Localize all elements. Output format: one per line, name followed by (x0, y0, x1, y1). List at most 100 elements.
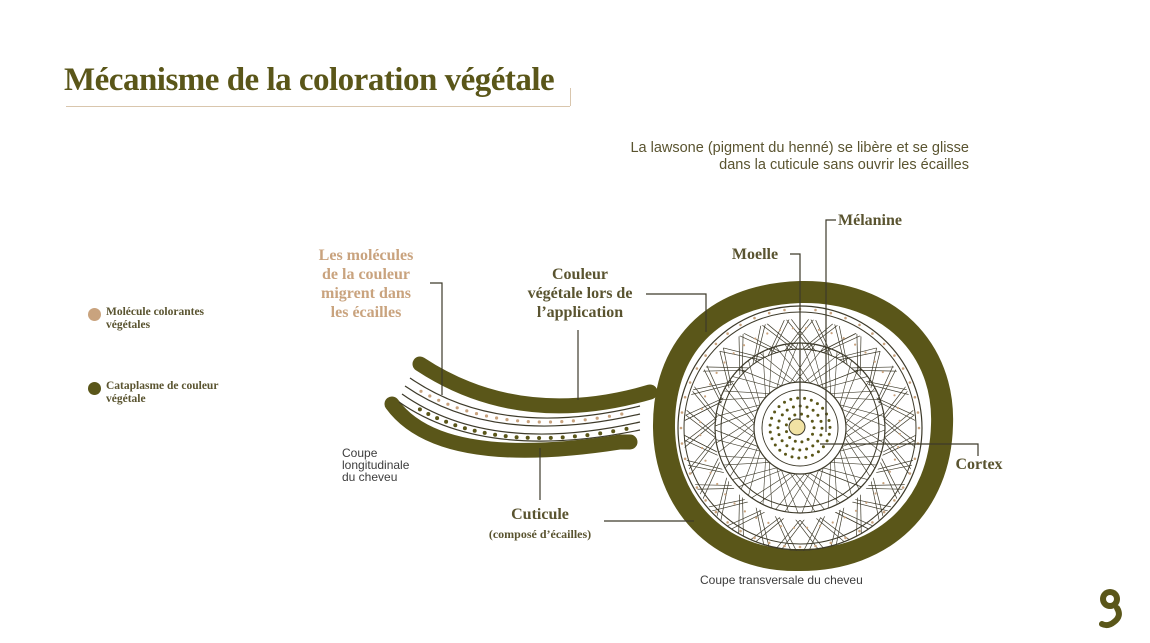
melanin-dot (770, 416, 774, 420)
melanin-dot (820, 426, 824, 430)
melanin-dot (777, 405, 781, 409)
ring-dot (704, 395, 707, 398)
melanin-dot (784, 423, 788, 427)
cataplasm-dot (444, 419, 449, 424)
ring-dot (874, 492, 877, 495)
melanin-dot (811, 444, 815, 448)
cataplasm-dot (560, 435, 565, 440)
ring-dot (871, 521, 874, 524)
ring-dot (804, 327, 808, 330)
longitudinal-section (384, 356, 658, 458)
molecule-dot (455, 406, 459, 410)
ring-dot (893, 394, 896, 397)
melanin-dot (812, 426, 816, 430)
label-plant-color-application: Couleur végétale lors de l’application (510, 265, 650, 322)
ring-dot (704, 459, 707, 462)
label-cuticule-sub: (composé d’écailles) (488, 527, 592, 541)
ring-dot (792, 526, 796, 529)
page-title: Mécanisme de la coloration végétale (64, 62, 555, 98)
ring-dot (842, 337, 845, 340)
ring-dot (767, 521, 770, 525)
melanin-dot (777, 433, 781, 437)
melanin-dot (804, 455, 808, 459)
melanin-dot (787, 417, 791, 421)
melanin-dot (827, 432, 831, 436)
molecule-dot (484, 414, 489, 418)
ring-dot (913, 457, 917, 461)
molecule-dot (620, 412, 624, 416)
melanin-dot (784, 452, 787, 456)
melanin-dot (806, 414, 810, 418)
melanin-dot (777, 419, 781, 423)
ring-dot (917, 426, 921, 430)
cataplasm-dot (537, 436, 542, 440)
melanin-dot (805, 447, 809, 451)
ring-dot (916, 411, 920, 414)
ring-dot (888, 382, 891, 385)
ring-dot (882, 342, 886, 346)
ring-dot (897, 445, 900, 449)
leader-melanine (825, 219, 836, 432)
ring-dot (726, 521, 729, 524)
ring-dot (908, 472, 912, 475)
melanin-dot (825, 439, 829, 443)
molecule-dot (548, 420, 553, 424)
ring-dot (700, 446, 704, 450)
melanin-dot (793, 439, 797, 443)
ring-dot (753, 316, 756, 320)
brand-logo-icon (1099, 589, 1122, 629)
cuticle-line-4 (398, 401, 641, 442)
melanin-dot (809, 398, 813, 402)
legend-dot-olive (88, 382, 101, 395)
ring-dot (695, 486, 699, 489)
leader-moelle (790, 253, 801, 420)
cataplasm-dot (472, 428, 477, 433)
melanin-dot (773, 443, 777, 447)
ring-dot (683, 457, 687, 461)
ring-dot (873, 360, 876, 363)
ring-dot (766, 332, 769, 335)
transversal-section (652, 280, 954, 572)
legend-label: Molécule colorantes végétales (106, 306, 205, 331)
melanin-dot (815, 402, 819, 406)
molecule-dot (526, 420, 530, 424)
molecule-dot (505, 418, 509, 422)
cataplasm-outer-ring (652, 280, 954, 572)
ring-dot (898, 419, 901, 422)
label-transversal-section: Coupe transversale du cheveu (700, 573, 863, 587)
legend-dot-tan (88, 308, 101, 321)
cataplasm-dot (453, 423, 458, 428)
ring-dot (783, 308, 786, 312)
cataplasm-top-band (412, 356, 658, 414)
cataplasm-dot (426, 412, 431, 416)
ring-dot (913, 395, 917, 399)
cuticle-ring-dots (679, 307, 921, 549)
ring-dot (715, 371, 718, 374)
melanin-dots (768, 396, 832, 460)
ring-dot (680, 442, 684, 445)
longitudinal-dots (417, 389, 629, 440)
melanin-dot (788, 436, 792, 439)
leader-plant-color (646, 293, 707, 332)
ring-dot (858, 323, 861, 327)
ring-dot (893, 458, 897, 461)
ring-dot (679, 426, 683, 430)
ring-dot (844, 316, 847, 320)
cataplasm-dot (482, 430, 487, 435)
molecule-dot (537, 420, 541, 424)
melanin-dot (773, 410, 777, 414)
ring-dot (778, 328, 782, 332)
ring-dot (767, 311, 771, 315)
label-line: de la couleur (322, 266, 410, 283)
caption-line-2: dans la cuticule sans ouvrir les écaille… (719, 157, 969, 173)
label-line: Couleur (552, 266, 608, 283)
ring-dot (680, 411, 684, 414)
ring-dot (882, 482, 885, 485)
melanin-dot (810, 419, 814, 423)
cataplasm-dot (598, 431, 603, 436)
ring-dot (818, 524, 822, 528)
molecule-dot (446, 402, 450, 406)
ring-dot (829, 541, 833, 545)
ring-dot (854, 343, 857, 346)
ring-dot (798, 545, 802, 549)
